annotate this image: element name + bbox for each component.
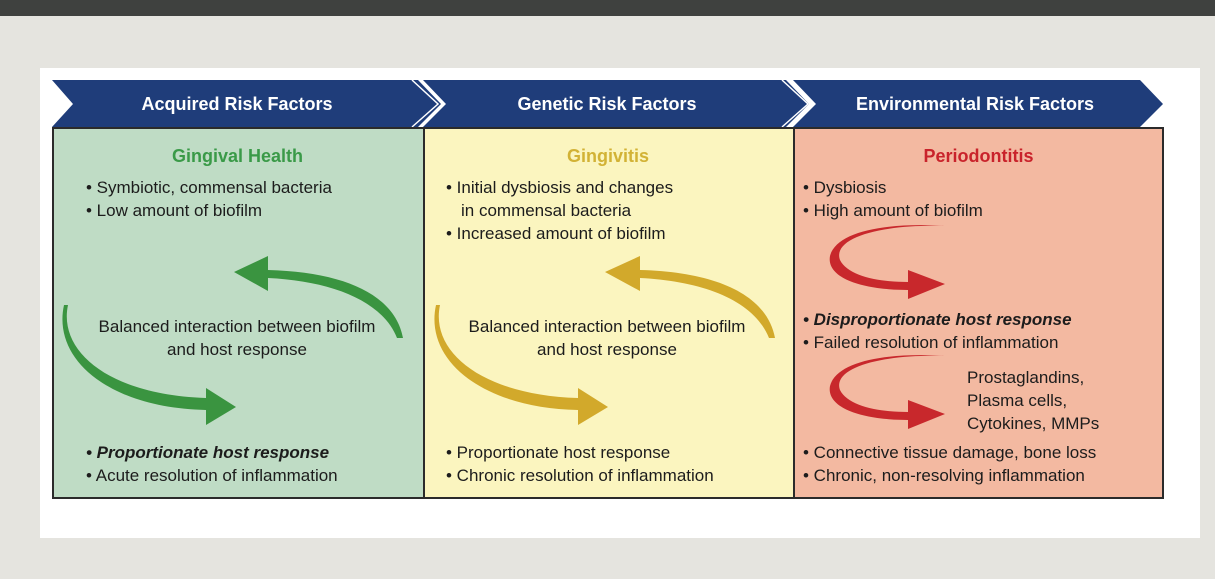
perio-bullet-1: • Dysbiosis xyxy=(803,178,887,197)
gingivitis-title: Gingivitis xyxy=(566,146,649,166)
gingivitis-bullet-2: • Increased amount of biofilm xyxy=(446,224,666,243)
perio-mediator-1: Prostaglandins, xyxy=(967,368,1085,387)
perio-bottom-2: • Chronic, non-resolving inflammation xyxy=(803,466,1085,485)
perio-bullet-2: • High amount of biofilm xyxy=(803,201,983,220)
top-bar xyxy=(0,0,1215,16)
banner-chevron-environmental xyxy=(793,80,1163,127)
gingivitis-bottom-2: • Chronic resolution of inflammation xyxy=(446,466,714,485)
health-bullet-1: • Symbiotic, commensal bacteria xyxy=(86,178,332,197)
gingivitis-bottom-1: • Proportionate host response xyxy=(446,443,671,462)
perio-bottom-1: • Connective tissue damage, bone loss xyxy=(803,443,1097,462)
periodontitis-panel xyxy=(793,127,1164,499)
periodontitis-title: Periodontitis xyxy=(923,146,1034,166)
banner-label-genetic: Genetic Risk Factors xyxy=(517,94,697,114)
gingivitis-cycle-text: Balanced interaction between biofilm and… xyxy=(468,317,746,359)
banner-label-acquired: Acquired Risk Factors xyxy=(141,94,333,114)
health-bottom-2: • Acute resolution of inflammation xyxy=(86,466,338,485)
perio-mid-1: • Disproportionate host response xyxy=(803,310,1072,329)
gingival-health-title: Gingival Health xyxy=(171,146,304,166)
health-bullet-2: • Low amount of biofilm xyxy=(86,201,263,220)
health-cycle-text: Balanced interaction between biofilm and… xyxy=(98,317,376,359)
gingivitis-bullet-1: • Initial dysbiosis and changes xyxy=(446,178,674,197)
perio-mediator-3: Cytokines, MMPs xyxy=(967,414,1100,433)
banner-label-environmental: Environmental Risk Factors xyxy=(855,94,1095,114)
perio-mid-2: • Failed resolution of inflammation xyxy=(803,333,1059,352)
health-bottom-1: • Proportionate host response xyxy=(86,443,330,462)
gingivitis-bullet-1-cont: in commensal bacteria xyxy=(461,201,632,220)
banner-chevron-acquired xyxy=(52,80,441,127)
perio-mediator-2: Plasma cells, xyxy=(967,391,1068,410)
banner-chevron-genetic xyxy=(423,80,809,127)
